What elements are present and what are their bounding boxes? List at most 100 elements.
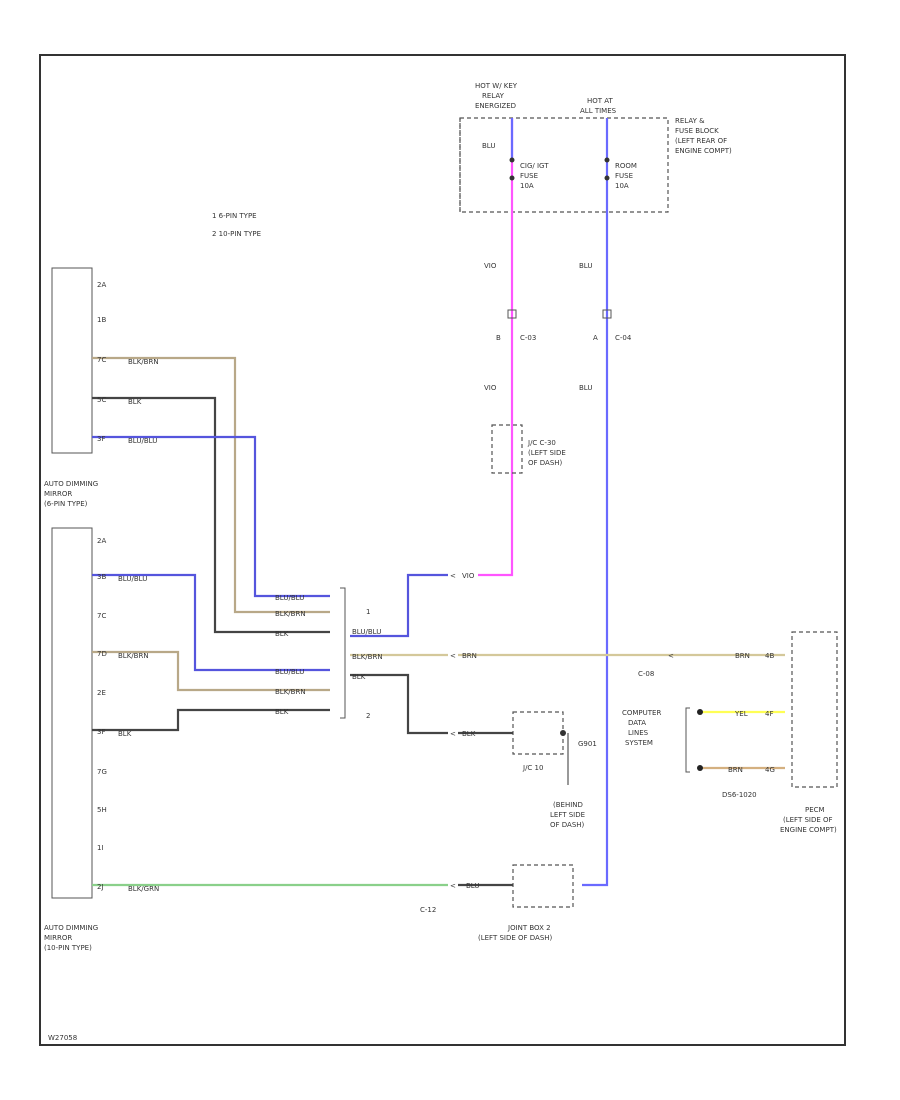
m1-pin-1: 1B	[97, 316, 106, 324]
label-hot-key-2: RELAY	[482, 92, 505, 100]
m2-pin-9: 2J	[97, 883, 104, 891]
label-relay-block-3: (LEFT REAR OF	[675, 137, 727, 145]
conn-mark-blk: <	[450, 730, 456, 738]
label-hot-key-3: ENERGIZED	[475, 102, 516, 110]
m2-pin-7: 5H	[97, 806, 107, 814]
label-ecm-3: ENGINE COMPT)	[780, 826, 837, 834]
m2-wire-label-2: BLK	[118, 730, 132, 738]
wire-vio-feed	[478, 118, 514, 577]
m2-wire-label-1: BLK/BRN	[118, 652, 149, 660]
conn-mark-vio: <	[450, 572, 456, 580]
label-jb-1: JOINT BOX 2	[507, 924, 551, 932]
label-gnd: G901	[578, 740, 597, 748]
label-fuse1-2: FUSE	[520, 172, 538, 180]
fuse-room-bottom	[604, 175, 610, 181]
label-jc-2: (LEFT SIDE	[528, 449, 566, 457]
footer-code: W27058	[48, 1034, 77, 1042]
m2-pin-1: 3B	[97, 573, 106, 581]
label-yel: YEL	[734, 710, 748, 718]
label-cds-3: LINES	[628, 729, 649, 737]
label-ecm-conn: DS6-1020	[722, 791, 757, 799]
label-pin-a: A	[593, 334, 598, 342]
m1-pin-2: 7C	[97, 356, 106, 364]
m2-label-1: AUTO DIMMING	[44, 924, 98, 932]
m2-wire-label-0: BLU/BLU	[118, 575, 147, 583]
wire-m2-brn	[92, 650, 330, 692]
mirror-6pin-body	[51, 267, 93, 454]
m2-pin-8: 1I	[97, 844, 104, 852]
m2-pin-5: 3F	[97, 728, 105, 736]
splice-out-1: BLK/BRN	[352, 653, 383, 661]
label-vio-1: VIO	[484, 262, 497, 270]
label-jc-3: OF DASH)	[528, 459, 563, 467]
legend-item-1: 1 6-PIN TYPE	[212, 212, 257, 220]
label-orn-pin: 4G	[765, 766, 775, 774]
cds-dot-orn	[697, 765, 703, 771]
splice-in-2: BLK	[275, 630, 289, 638]
label-c03: C-03	[520, 334, 536, 342]
wire-out-blk	[350, 673, 448, 735]
label-jc-1: J/C C-30	[527, 439, 556, 447]
label-cds-1: COMPUTER	[622, 709, 661, 717]
m1-wire-label-0: BLK/BRN	[128, 358, 159, 366]
m1-label-1: AUTO DIMMING	[44, 480, 98, 488]
legend-item-2: 2 10-PIN TYPE	[212, 230, 261, 238]
label-hot-key-1: HOT W/ KEY	[475, 82, 518, 90]
label-jc10: J/C 10	[522, 764, 543, 772]
m1-pin-3: 5C	[97, 396, 106, 404]
relay-fuse-block	[459, 117, 669, 213]
m1-label-3: (6-PIN TYPE)	[44, 500, 88, 508]
label-blk-out: BLK	[462, 730, 476, 738]
label-yel-pin: 4F	[765, 710, 773, 718]
mirror-10pin-body	[51, 527, 93, 899]
wire-blu-feed	[582, 118, 609, 887]
fuse-cig-bottom	[509, 175, 515, 181]
wire-m1-brn	[92, 356, 330, 614]
m2-pin-2: 7C	[97, 612, 106, 620]
connector-c03	[507, 309, 517, 319]
cds-bracket	[685, 707, 690, 773]
m2-label-2: MIRROR	[44, 934, 72, 942]
label-blu-top: BLU	[482, 142, 495, 150]
label-cds-4: SYSTEM	[625, 739, 653, 747]
label-c12: C-12	[420, 906, 436, 914]
label-gnd-3: OF DASH)	[550, 821, 585, 829]
label-cds-2: DATA	[628, 719, 646, 727]
m1-pin-4: 3F	[97, 435, 105, 443]
ground-dot	[560, 730, 566, 736]
label-vio-out: VIO	[462, 572, 475, 580]
m1-pin-0: 2A	[97, 281, 106, 289]
label-gnd-2: LEFT SIDE	[550, 811, 585, 819]
splice-out-0: BLU/BLU	[352, 628, 381, 636]
label-blu-bot: BLU	[466, 882, 479, 890]
label-hot-all-1: HOT AT	[587, 97, 614, 105]
ecm-box	[791, 631, 838, 788]
label-relay-block-2: FUSE BLOCK	[675, 127, 719, 135]
label-fuse2-1: ROOM	[615, 162, 637, 170]
conn-mark-grn: <	[450, 882, 456, 890]
wire-m2-blu	[92, 573, 330, 672]
wire-m1-blu	[92, 435, 330, 598]
splice-type-2: 2	[366, 712, 370, 720]
label-fuse2-3: 10A	[615, 182, 629, 190]
m2-pin-6: 7G	[97, 768, 107, 776]
label-brn-ecm: BRN	[735, 652, 750, 660]
label-c04: C-04	[615, 334, 632, 342]
conn-mark-brn: <	[450, 652, 456, 660]
fuse-cig-top	[509, 157, 515, 163]
m2-pin-3: 7D	[97, 650, 107, 658]
label-brn-orn: BRN	[728, 766, 743, 774]
wire-out-blu	[350, 573, 448, 638]
label-c08: C-08	[638, 670, 654, 678]
m2-label-3: (10-PIN TYPE)	[44, 944, 92, 952]
splice-in-0: BLU/BLU	[275, 594, 304, 602]
label-ecm-pin-top: 4B	[765, 652, 774, 660]
m2-wire-label-3: BLK/GRN	[128, 885, 159, 893]
label-blu-1: BLU	[579, 262, 592, 270]
junction-c30	[491, 424, 523, 474]
splice-out-2: BLK	[352, 673, 366, 681]
wire-m2-blk	[92, 708, 330, 732]
connector-c04	[602, 309, 612, 319]
label-pin-b: B	[496, 334, 501, 342]
